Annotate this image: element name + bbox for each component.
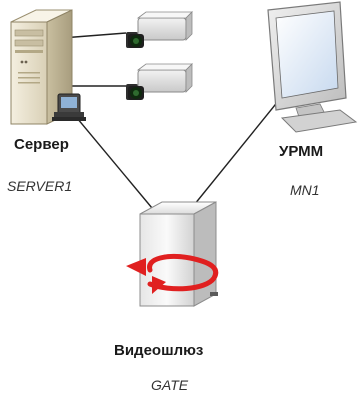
server-tower-icon — [10, 9, 73, 125]
gateway-icon — [126, 201, 219, 307]
connections — [61, 32, 293, 211]
edge-server-gate — [71, 111, 153, 209]
gate-label: Видеошлюз — [114, 342, 204, 359]
urmm-label: УРММ — [279, 143, 324, 160]
edge-server-camera-1 — [61, 32, 127, 39]
monitor-icon — [267, 1, 358, 133]
camera-icon — [126, 63, 193, 100]
urmm-id: MN1 — [290, 182, 320, 198]
gate-id: GATE — [151, 377, 189, 393]
camera-icon — [126, 11, 193, 48]
server-id: SERVER1 — [7, 178, 73, 194]
server-label: Сервер — [14, 136, 69, 153]
server-card-icon — [52, 93, 86, 121]
